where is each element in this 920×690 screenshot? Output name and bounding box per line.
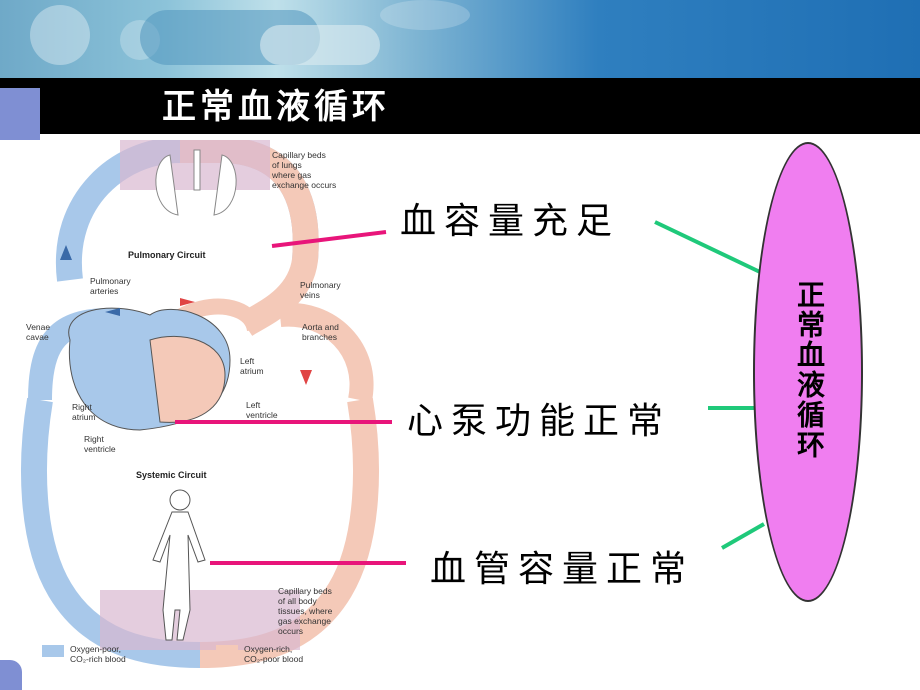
legend-oxygen-rich-1: Oxygen-rich, [244, 644, 292, 654]
factor-vessel-volume: 血管容量正常 [430, 549, 695, 590]
label-capillary-body-5: occurs [278, 626, 303, 636]
legend-oxygen-poor-1: Oxygen-poor, [70, 644, 121, 654]
label-capillary-lungs-3: where gas [271, 170, 311, 180]
legend-swatch-oxygen-rich [216, 645, 238, 657]
label-capillary-body-2: of all body [278, 596, 317, 606]
slide-title: 正常血液循环 [162, 87, 390, 127]
label-pulmonary-arteries-1: Pulmonary [90, 276, 131, 286]
label-venae-cavae-2: cavae [26, 332, 49, 342]
label-left-ventricle-1: Left [246, 400, 261, 410]
label-capillary-lungs-1: Capillary beds [272, 150, 326, 160]
label-pulmonary-veins-2: veins [300, 290, 320, 300]
circulation-diagram: Capillary beds of lungs where gas exchan… [21, 140, 379, 668]
label-venae-cavae-1: Venae [26, 322, 50, 332]
label-capillary-lungs-2: of lungs [272, 160, 302, 170]
factor-blood-volume: 血容量充足 [400, 201, 621, 242]
label-capillary-body-3: tissues, where [278, 606, 333, 616]
header-banner [0, 0, 920, 78]
connector-green-1 [654, 220, 761, 274]
corner-accent [0, 660, 22, 690]
label-aorta-1: Aorta and [302, 322, 339, 332]
label-capillary-body-4: gas exchange [278, 616, 331, 626]
label-left-ventricle-2: ventricle [246, 410, 278, 420]
diagram-labels: Capillary beds of lungs where gas exchan… [26, 150, 341, 636]
label-right-ventricle-1: Right [84, 434, 104, 444]
label-pulmonary-circuit: Pulmonary Circuit [128, 250, 206, 260]
label-capillary-lungs-4: exchange occurs [272, 180, 336, 190]
label-systemic-circuit: Systemic Circuit [136, 470, 207, 480]
result-ellipse [753, 142, 863, 602]
factor-heart-pump: 心泵功能正常 [407, 401, 672, 442]
title-bar [0, 78, 920, 134]
legend-swatch-oxygen-poor [42, 645, 64, 657]
label-right-atrium-2: atrium [72, 412, 96, 422]
label-right-ventricle-2: ventricle [84, 444, 116, 454]
label-capillary-body-1: Capillary beds [278, 586, 332, 596]
label-aorta-2: branches [302, 332, 337, 342]
label-left-atrium-1: Left [240, 356, 255, 366]
legend-oxygen-poor-2: CO₂-rich blood [70, 654, 126, 664]
label-left-atrium-2: atrium [240, 366, 264, 376]
legend-oxygen-rich-2: CO₂-poor blood [244, 654, 303, 664]
accent-square [0, 88, 40, 140]
label-pulmonary-veins-1: Pulmonary [300, 280, 341, 290]
label-right-atrium-1: Right [72, 402, 92, 412]
result-text: 正常血液循环 [793, 280, 826, 460]
label-pulmonary-arteries-2: arteries [90, 286, 118, 296]
connector-green-3 [721, 522, 765, 550]
